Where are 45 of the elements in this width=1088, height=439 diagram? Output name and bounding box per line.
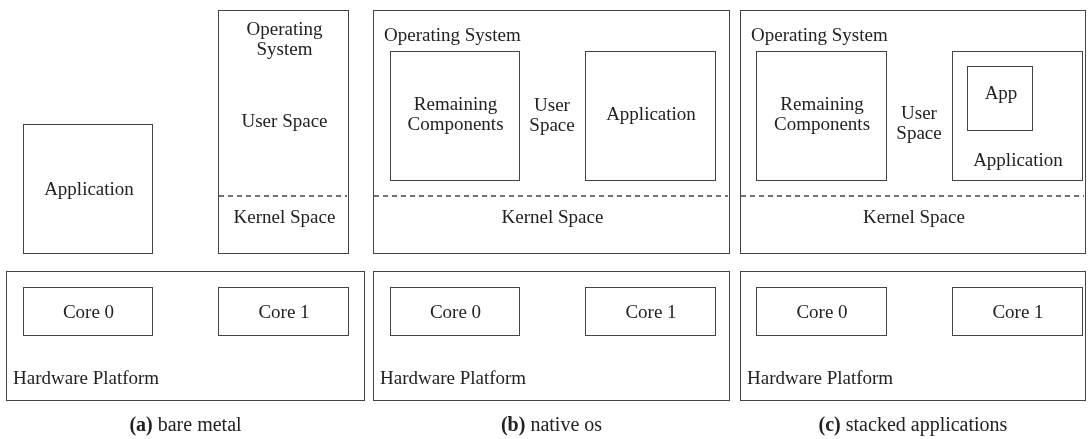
layer-box <box>740 10 1086 254</box>
os-title: Operating System <box>751 25 889 45</box>
subfigure-caption: (c) stacked applications <box>818 413 1008 435</box>
component-box <box>389 50 520 181</box>
component-box <box>6 271 365 401</box>
node-label: Core 0 <box>428 301 483 322</box>
component-box <box>967 66 1033 131</box>
user-space-label: User Space <box>240 111 329 131</box>
node-label: Core 1 <box>257 301 311 322</box>
kernel-space-label: Kernel Space <box>232 207 337 227</box>
component-box <box>389 286 520 336</box>
kernel-space-label: Kernel Space <box>500 207 605 227</box>
node-label: Core 0 <box>795 301 849 322</box>
layer-box <box>218 10 349 254</box>
component-box <box>373 271 730 401</box>
component-box <box>951 50 1083 181</box>
node-label: Remaining Components <box>406 93 505 134</box>
component-box <box>217 286 349 336</box>
component-box <box>584 286 716 336</box>
node-label: Hardware Platform <box>13 368 161 388</box>
node-label: Application <box>972 149 1064 170</box>
node-label: Application <box>43 179 135 199</box>
node-label: Application <box>605 103 697 124</box>
kernel-space-label: Kernel Space <box>862 207 966 227</box>
node-label: Core 1 <box>624 301 678 322</box>
subfigure-caption: (a) bare metal <box>129 413 242 435</box>
node-label: Core 0 <box>61 301 116 322</box>
user-space-label: User Space <box>895 103 943 143</box>
node-label: Remaining Components <box>772 93 872 134</box>
user-space-label: User Space <box>528 95 576 135</box>
component-box <box>23 124 153 254</box>
node-label: Core 1 <box>991 301 1045 322</box>
node-label: Hardware Platform <box>747 368 895 388</box>
component-box <box>740 271 1086 401</box>
component-box <box>584 50 716 181</box>
component-box <box>22 286 153 336</box>
component-box <box>951 286 1083 336</box>
layer-box <box>373 10 730 254</box>
component-box <box>755 286 887 336</box>
os-title: Operating System <box>384 25 522 45</box>
node-label: Hardware Platform <box>380 368 528 388</box>
os-title: Operating System <box>245 19 324 59</box>
subfigure-caption: (b) native os <box>500 413 603 435</box>
node-label: App <box>983 83 1019 103</box>
component-box <box>755 50 887 181</box>
